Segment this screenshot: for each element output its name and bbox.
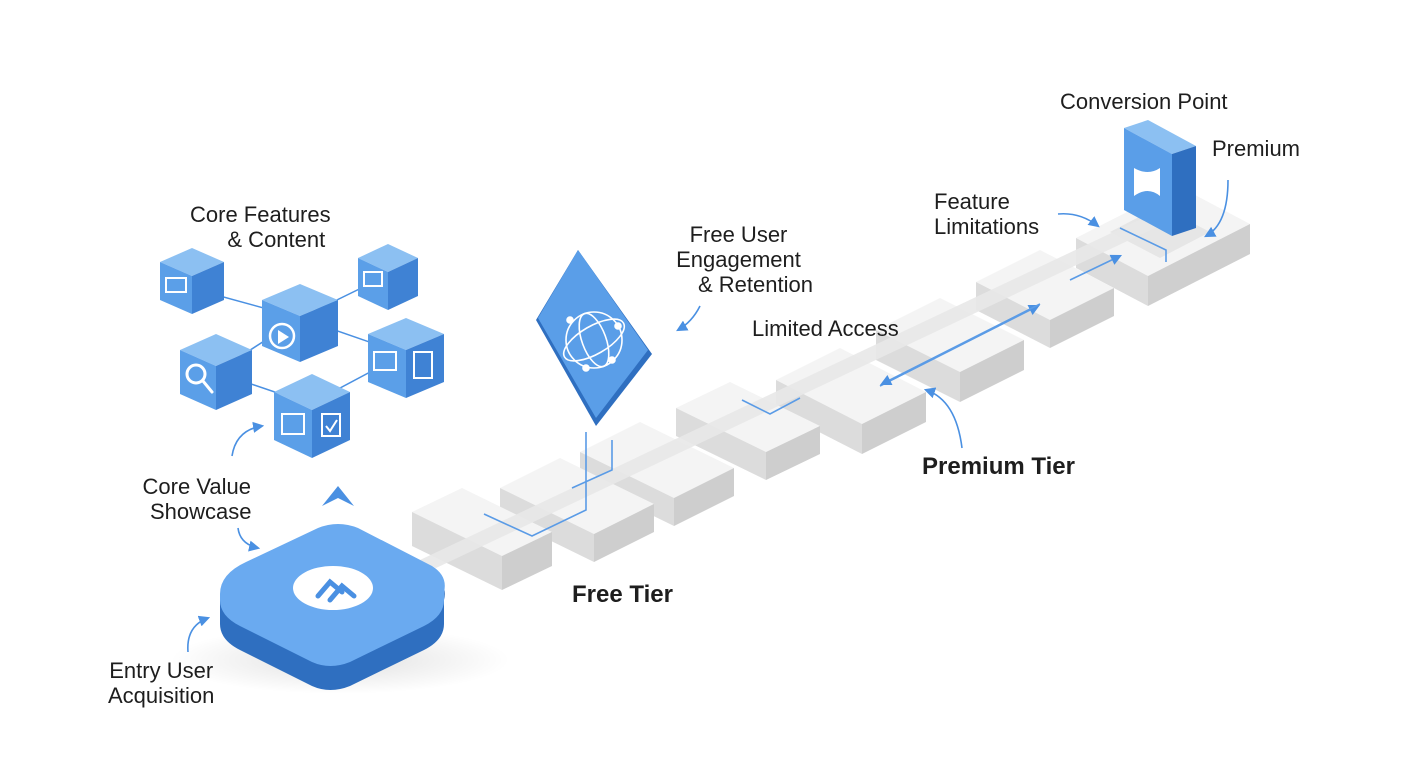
cube-checklist <box>274 374 350 458</box>
label-entry-line2: Acquisition <box>108 683 215 708</box>
label-limited-access: Limited Access <box>752 316 899 341</box>
label-core-value-line1: Core Value <box>142 474 251 499</box>
play-icon <box>268 322 296 350</box>
label-free-engagement: Free User Engagement & Retention <box>664 222 813 297</box>
label-premium-tier: Premium Tier <box>922 453 1075 480</box>
path-blocks <box>412 186 1250 590</box>
card-icon <box>165 277 187 293</box>
label-free-engagement-line3: & Retention <box>698 272 813 297</box>
label-feature-limitations-line1: Feature <box>934 189 1010 214</box>
entry-platform <box>170 524 510 694</box>
premium-bowtie-icon <box>1134 168 1160 196</box>
search-icon <box>185 363 214 394</box>
annotation-arrows <box>187 179 1229 653</box>
label-core-value: Core Value Showcase <box>142 474 252 524</box>
label-core-features: Core Features & Content <box>190 202 331 252</box>
label-entry-line1: Entry User <box>109 658 214 683</box>
label-feature-limitations: Feature Limitations <box>934 189 1039 239</box>
label-core-features-line2: & Content <box>227 227 326 252</box>
image-icon <box>373 351 397 371</box>
chevron-icon <box>315 578 357 603</box>
cube-play <box>262 284 338 362</box>
engagement-diamond <box>536 250 652 426</box>
label-core-value-line2: Showcase <box>150 499 252 524</box>
up-arrow-icon <box>322 486 354 506</box>
cube-search <box>180 334 252 410</box>
label-free-engagement-line1: Free User <box>689 222 788 247</box>
label-core-features-line1: Core Features <box>190 202 331 227</box>
label-feature-limitations-line2: Limitations <box>934 214 1040 239</box>
label-free-tier: Free Tier <box>572 581 673 608</box>
cube-code <box>358 244 418 310</box>
cube-image-document <box>368 318 444 398</box>
label-entry: Entry User Acquisition <box>108 658 214 708</box>
label-premium: Premium <box>1212 136 1301 161</box>
document-icon <box>413 351 433 379</box>
cube-card <box>160 248 224 314</box>
label-conversion-point: Conversion Point <box>1060 89 1228 114</box>
checklist-icon <box>281 413 305 435</box>
premium-cube <box>1124 120 1196 236</box>
code-icon <box>363 271 383 287</box>
globe-icon <box>562 311 626 372</box>
label-free-engagement-line2: Engagement <box>676 247 801 272</box>
path-guide-lines <box>483 227 1167 537</box>
